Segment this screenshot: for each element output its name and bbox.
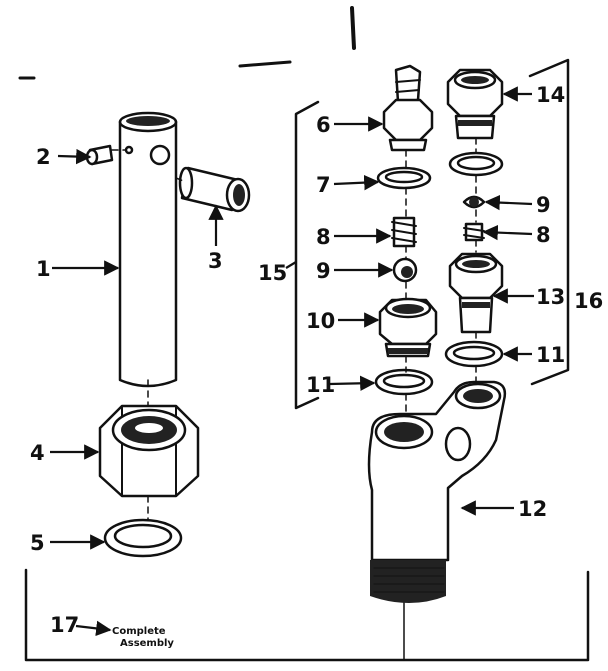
label-part-16: 16 [574,289,603,313]
label-part-4: 4 [30,441,45,465]
part-10-hex-fitting [378,297,438,358]
label-part-11-left: 11 [306,373,335,397]
part-2-fitting [85,144,114,166]
part-8-spring-left [391,216,417,248]
label-part-1: 1 [36,257,51,281]
label-part-3: 3 [208,249,223,273]
label-part-5: 5 [30,531,45,555]
part-9-ball-left [392,257,418,283]
part-5-washer [103,518,183,558]
label-part-9-left: 9 [316,259,331,283]
part-3-sleeve [178,166,251,213]
part-labels: 2 3 1 4 5 6 7 8 9 15 10 11 14 9 8 13 16 … [30,83,603,649]
label-part-7: 7 [316,173,331,197]
part-1-tube [118,111,178,388]
callout-assembly: Assembly [120,638,174,649]
leader-lines [50,86,534,637]
callout-complete: Complete [112,626,166,637]
label-part-17: 17 [50,613,79,637]
centerlines-left [111,149,187,521]
label-part-8-left: 8 [316,225,331,249]
label-part-10: 10 [306,309,335,333]
assembly-frame [24,568,590,662]
part-13-fitting [448,252,504,334]
part-9-ball-right [462,195,486,209]
part-11-washer-left [374,368,434,396]
label-part-11-right: 11 [536,343,565,367]
label-part-15: 15 [258,261,287,285]
label-part-12: 12 [518,497,547,521]
label-part-8-right: 8 [536,223,551,247]
part-4-hex-nut [98,404,200,498]
label-part-13: 13 [536,285,565,309]
part-8-spring-right [463,222,485,242]
part-7-washer [376,166,432,190]
label-part-2: 2 [36,145,51,169]
part-14-fitting [446,68,504,140]
part-12-body [367,380,507,603]
bracket-16 [528,58,570,386]
scan-marks [18,6,356,80]
part-11-washer-right [444,340,504,368]
part-6-barb-fitting [382,64,434,152]
label-part-6: 6 [316,113,331,137]
bracket-15 [294,100,320,410]
part-washer-right-upper [448,151,504,177]
label-part-9-right: 9 [536,193,551,217]
centerlines-right [405,137,477,417]
label-part-14: 14 [536,83,565,107]
